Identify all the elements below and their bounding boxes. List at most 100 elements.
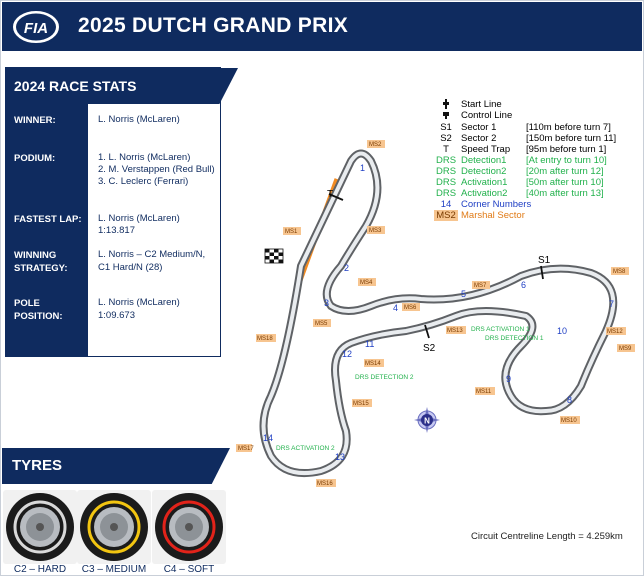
legend-symbol: T	[443, 144, 449, 155]
svg-text:MS10: MS10	[561, 418, 577, 424]
svg-text:MS1: MS1	[285, 229, 298, 235]
legend-label: Sector 1	[461, 122, 497, 133]
legend-symbol: S2	[440, 133, 452, 144]
corner-number: 6	[521, 280, 526, 290]
legend-detail: [20m after turn 12]	[526, 166, 604, 177]
marshal-sector: MS11	[475, 387, 495, 395]
legend-detail: [95m before turn 1]	[526, 144, 607, 155]
legend-label: Sector 2	[461, 133, 497, 144]
marshal-sector: MS16	[316, 479, 336, 487]
svg-text:MS9: MS9	[619, 346, 632, 352]
tyre-hard-label: C2 – HARD	[13, 564, 67, 575]
tyre-soft	[152, 490, 226, 564]
svg-text:MS7: MS7	[474, 283, 487, 289]
corner-number: 14	[263, 433, 273, 443]
svg-text:MS4: MS4	[360, 280, 373, 286]
tyre-soft-icon	[155, 493, 223, 561]
circuit-kerb	[261, 151, 616, 476]
svg-text:MS6: MS6	[404, 305, 417, 311]
corner-number: 4	[393, 303, 398, 313]
corner-number: 9	[506, 374, 511, 384]
tyre-medium-label: C3 – MEDIUM	[81, 564, 147, 575]
tyre-hard-icon	[6, 493, 74, 561]
legend-label: Speed Trap	[461, 144, 511, 155]
marshal-sector: MS14	[364, 359, 384, 367]
race-stats-title: 2024 RACE STATS	[14, 78, 137, 94]
tyre-medium	[77, 490, 151, 564]
corner-number: 10	[557, 326, 567, 336]
fastest-lap-driver: L. Norris (McLaren)	[98, 213, 180, 224]
speed-trap-line	[328, 193, 344, 201]
svg-text:MS17: MS17	[238, 446, 254, 452]
fia-logo: FIA	[11, 9, 61, 45]
marshal-sector: MS4	[358, 278, 376, 286]
legend-label: Activation1	[461, 177, 508, 188]
winning-strategy-label-1: WINNING	[14, 250, 57, 261]
legend-symbol: DRS	[435, 155, 457, 166]
compass-icon: N	[414, 407, 440, 433]
corner-number: 12	[342, 349, 352, 359]
podium-label: PODIUM:	[14, 153, 56, 164]
corner-number: 13	[335, 452, 345, 462]
corner-number: 1	[360, 163, 365, 173]
marshal-sector: MS13	[446, 326, 466, 334]
svg-text:MS15: MS15	[353, 401, 369, 407]
drs-detection-2-label: DRS DETECTION 2	[355, 374, 414, 381]
marshal-sector: MS10	[560, 416, 580, 424]
marshal-sector: MS5	[313, 319, 331, 327]
legend-symbol: DRS	[435, 166, 457, 177]
legend-detail: [40m after turn 13]	[526, 188, 604, 199]
strategy-line-2: C1 Hard/N (28)	[98, 262, 163, 273]
svg-text:MS5: MS5	[315, 321, 328, 327]
svg-text:MS11: MS11	[476, 389, 492, 395]
marshal-sector: MS12	[606, 327, 626, 335]
fia-logo-text: FIA	[24, 20, 48, 37]
svg-text:MS8: MS8	[613, 269, 626, 275]
marshal-sector: MS3	[367, 226, 385, 234]
tyres-title: TYRES	[12, 457, 63, 474]
podium-p1: 1. L. Norris (McLaren)	[98, 152, 191, 163]
tyres-header: TYRES	[2, 448, 230, 484]
corner-number: 11	[365, 339, 374, 349]
podium-p2: 2. M. Verstappen (Red Bull)	[98, 164, 215, 175]
tyre-soft-label: C4 – SOFT	[163, 564, 215, 575]
winner-label: WINNER:	[14, 115, 56, 126]
svg-text:MS14: MS14	[365, 361, 381, 367]
legend-symbol: MS2	[434, 210, 458, 221]
circuit-outline	[259, 149, 618, 478]
svg-text:MS12: MS12	[607, 329, 623, 335]
legend-detail: [150m before turn 11]	[526, 133, 617, 144]
drs-activation-1-label: DRS ACTIVATION 1	[471, 326, 530, 333]
speed-trap-label: T	[327, 189, 333, 200]
fastest-lap-label: FASTEST LAP:	[14, 214, 82, 225]
legend-label: Detection1	[461, 155, 507, 166]
marshal-sector: MS15	[352, 399, 372, 407]
legend-label: Detection2	[461, 166, 507, 177]
corner-number: 7	[609, 299, 614, 309]
legend-symbol: 14	[440, 199, 452, 210]
legend-detail: [110m before turn 7]	[526, 122, 611, 133]
legend-symbol: S1	[440, 122, 452, 133]
control-line-icon	[431, 110, 461, 123]
page-title: 2025 DUTCH GRAND PRIX	[78, 14, 349, 37]
stats-label-column	[6, 104, 88, 356]
marshal-sector: MS2	[367, 140, 385, 148]
legend-detail: [At entry to turn 10]	[526, 155, 607, 166]
corner-number: 8	[567, 395, 572, 405]
sector-2-label: S2	[423, 343, 436, 354]
sector-1-label: S1	[538, 255, 551, 266]
svg-text:MS16: MS16	[317, 481, 333, 487]
legend-label: Activation2	[461, 188, 508, 199]
circuit-length: Circuit Centreline Length = 4.259km	[471, 531, 623, 542]
winning-strategy-label-2: STRATEGY:	[14, 263, 68, 274]
marshal-sector: MS9	[617, 344, 635, 352]
race-stats-panel: 2024 RACE STATS WINNER: L. Norris (McLar…	[5, 67, 238, 357]
compass-letter: N	[424, 417, 430, 426]
svg-text:MS2: MS2	[369, 142, 382, 148]
svg-text:MS3: MS3	[369, 228, 382, 234]
marshal-sector: MS6	[402, 303, 420, 311]
marshal-sector: MS1	[283, 227, 301, 235]
legend-label: Corner Numbers	[461, 199, 532, 210]
